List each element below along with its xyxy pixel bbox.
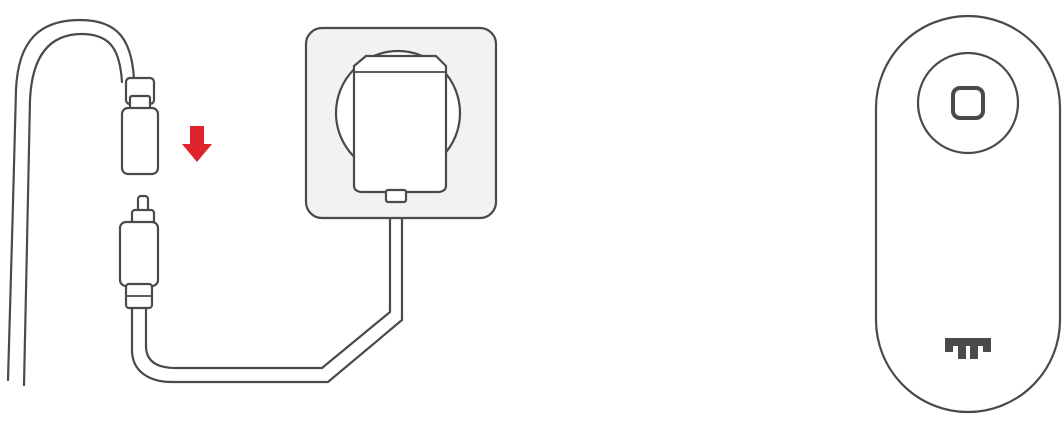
device-cable (6, 18, 136, 387)
yeelight-logo-icon (945, 338, 991, 359)
female-connector-icon (120, 76, 160, 176)
male-connector-icon (118, 194, 160, 310)
adapter-cable (130, 193, 404, 384)
power-adapter-icon (352, 54, 448, 204)
device-hub-icon (874, 14, 1062, 414)
down-arrow-icon (182, 126, 212, 162)
